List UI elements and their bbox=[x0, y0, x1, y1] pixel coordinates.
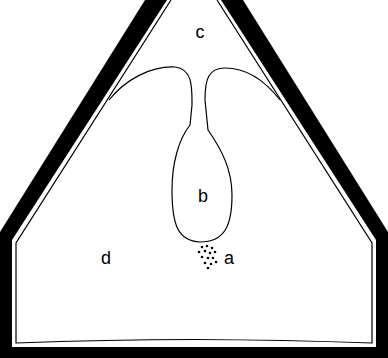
part-letter: b bbox=[198, 187, 208, 205]
cavity-outline bbox=[109, 67, 280, 242]
part-letter: c bbox=[196, 23, 205, 41]
inner-lining bbox=[16, 0, 372, 343]
vessel-interior bbox=[12, 0, 376, 347]
part-letter: a bbox=[224, 249, 234, 267]
particle-cluster bbox=[198, 245, 218, 270]
part-letter: d bbox=[101, 249, 111, 267]
